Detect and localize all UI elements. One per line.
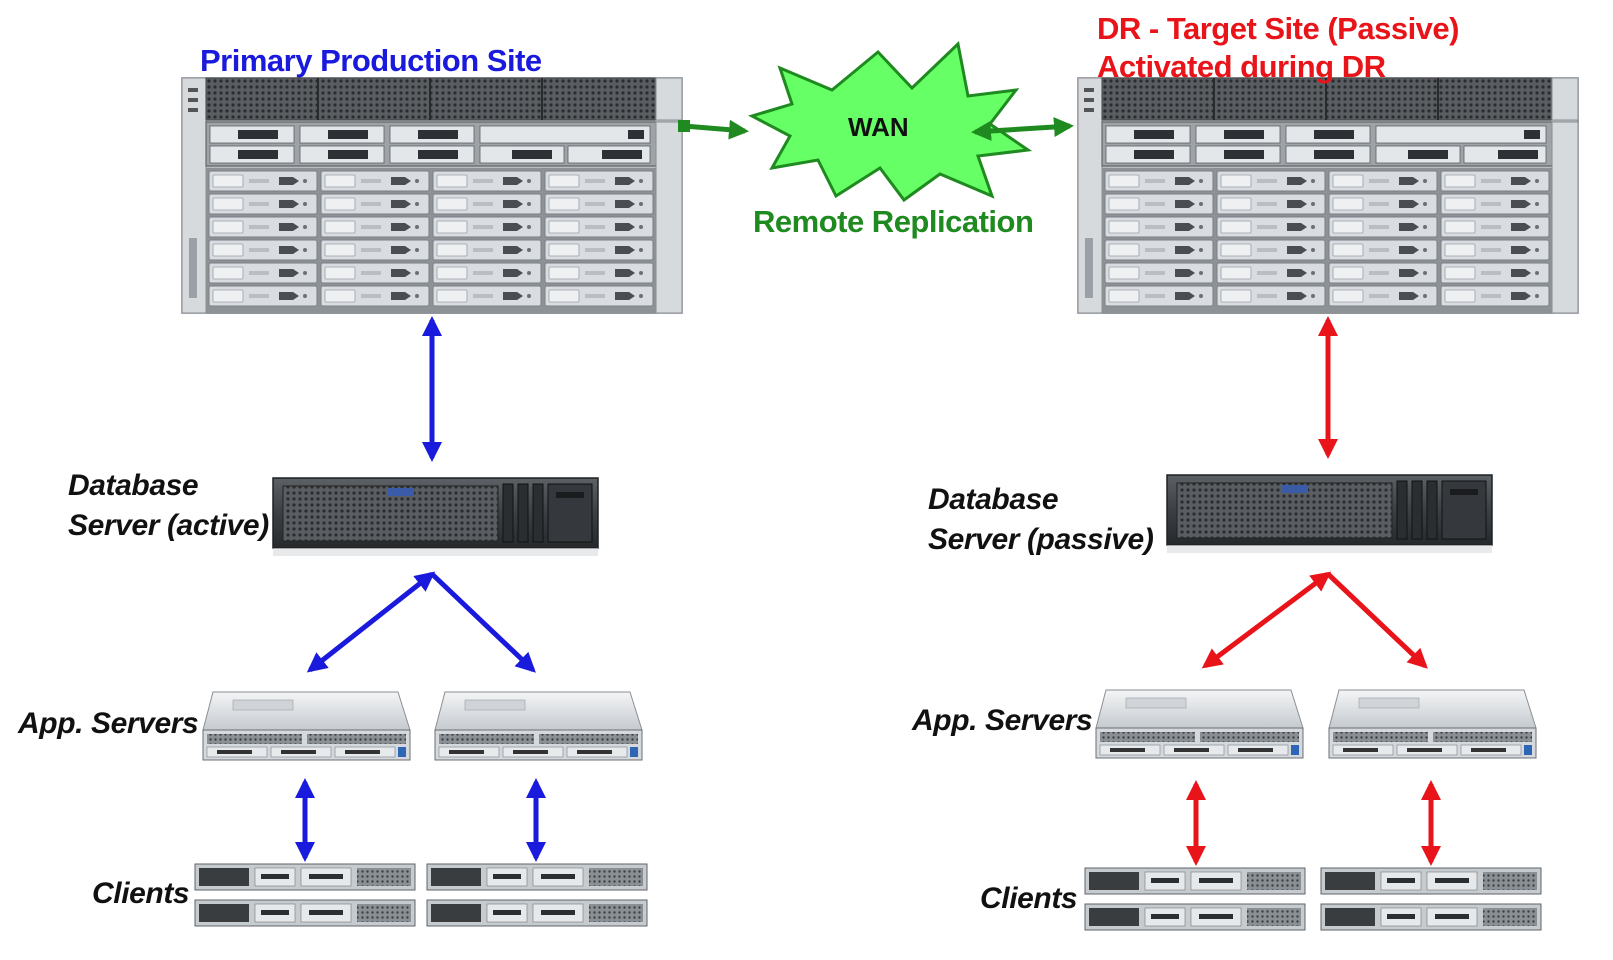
dr-client-machine-icon bbox=[1084, 867, 1306, 931]
dr-storage-array-icon bbox=[1078, 78, 1578, 313]
dr-db-app1-link bbox=[1201, 571, 1332, 669]
dr-site-subtitle: Activated during DR bbox=[1097, 49, 1386, 84]
wan-caption: Remote Replication bbox=[753, 204, 1034, 239]
dr-site-title: DR - Target Site (Passive) bbox=[1097, 11, 1459, 46]
primary-db-app1-link bbox=[306, 571, 436, 673]
wan-burst-icon bbox=[748, 41, 1033, 203]
dr-clients-label: Clients bbox=[980, 882, 1078, 915]
primary-app-server-icon bbox=[434, 691, 643, 761]
primary-app-servers-label: App. Servers bbox=[18, 707, 199, 740]
primary-client-machine-icon bbox=[426, 863, 648, 927]
dr-links bbox=[1186, 316, 1441, 866]
primary-links bbox=[295, 316, 546, 862]
wan-left-link bbox=[683, 119, 749, 140]
primary-db-server-label-2: Server (active) bbox=[68, 509, 269, 542]
dr-db-server-icon bbox=[1166, 474, 1493, 554]
dr-app-server-icon bbox=[1328, 689, 1537, 759]
dr-db-server-label-2: Server (passive) bbox=[928, 523, 1154, 556]
wan-right-link bbox=[971, 117, 1074, 141]
primary-db-app2-link bbox=[430, 572, 536, 673]
wan-links bbox=[683, 117, 1074, 141]
primary-db-server-icon bbox=[272, 477, 599, 557]
dr-client-machine-icon bbox=[1320, 867, 1542, 931]
primary-storage-array-icon bbox=[182, 78, 682, 313]
wan-port-marker bbox=[678, 120, 690, 132]
primary-db-server-label: Database bbox=[68, 469, 199, 502]
primary-clients-label: Clients bbox=[92, 877, 190, 910]
wan-label: WAN bbox=[848, 112, 909, 142]
primary-client-machine-icon bbox=[194, 863, 416, 927]
dr-app-server-icon bbox=[1095, 689, 1304, 759]
dr-db-app2-link bbox=[1326, 572, 1428, 669]
primary-site-title: Primary Production Site bbox=[200, 43, 542, 78]
dr-app-servers-label: App. Servers bbox=[912, 704, 1093, 737]
dr-db-server-label: Database bbox=[928, 483, 1059, 516]
primary-app-server-icon bbox=[202, 691, 411, 761]
